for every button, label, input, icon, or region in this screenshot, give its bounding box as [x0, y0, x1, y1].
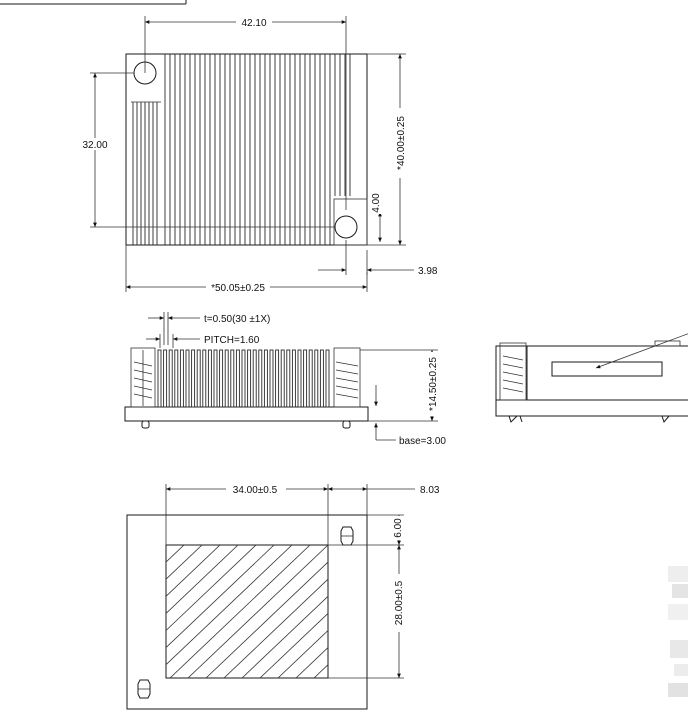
hatch-line	[166, 545, 185, 563]
bottom-width-dimension: 34.00±0.5	[233, 485, 278, 496]
dim-width-bottom: *50.05±0.25	[211, 283, 265, 294]
mounting-hole-bottom-right	[334, 215, 358, 239]
fin	[286, 349, 291, 408]
fin	[219, 349, 224, 408]
fin	[202, 349, 207, 408]
spring-left	[130, 347, 156, 408]
fin	[308, 349, 313, 408]
title-block-fragment	[0, 0, 187, 5]
spring-detail	[499, 342, 527, 401]
heatsink-base-side	[124, 406, 369, 422]
pin-head-bottom-left	[137, 679, 151, 699]
bottom-right-offset: 8.03	[420, 485, 440, 496]
fin	[179, 349, 184, 408]
height-dimension: *14.50±0.25	[428, 357, 439, 411]
fin	[269, 349, 274, 408]
fin	[263, 349, 268, 408]
hatch-line	[295, 647, 328, 678]
fin	[319, 349, 324, 408]
dim-height-right: *40.00±0.25	[396, 116, 407, 170]
fin	[168, 349, 173, 408]
side-view-fins	[157, 349, 330, 408]
bottom-top-offset: 6.00	[393, 518, 404, 538]
cropped-fragment-right	[668, 566, 688, 697]
fin	[174, 349, 179, 408]
push-pin-left	[141, 420, 150, 429]
hatch-line	[277, 629, 328, 678]
fin-thickness-label: t=0.50(30 ±1X)	[204, 314, 270, 325]
side-view: t=0.50(30 ±1X) PITCH=1.60 *14.50±0.25 ba…	[124, 312, 446, 447]
spring-right	[333, 347, 361, 408]
pitch-label: PITCH=1.60	[204, 335, 260, 346]
thermal-pad-area	[165, 544, 329, 679]
label-slot	[551, 361, 663, 377]
side-detail-view	[495, 333, 688, 424]
fin	[163, 349, 168, 408]
hatch-line	[166, 545, 239, 614]
fin	[213, 349, 218, 408]
hatch-line	[166, 545, 203, 580]
fin	[303, 349, 308, 408]
heatsink-outline-bottom	[126, 514, 368, 710]
hatch-line	[241, 595, 328, 678]
hatch-line	[169, 545, 311, 678]
thermal-pad-hatch	[166, 545, 328, 678]
base-thickness-label: base=3.00	[399, 436, 446, 447]
push-pin-right	[342, 420, 351, 429]
fin	[235, 349, 240, 408]
fin	[325, 349, 330, 408]
hatch-line	[166, 545, 293, 666]
fin	[230, 349, 235, 408]
fin	[252, 349, 257, 408]
fin	[275, 349, 280, 408]
fin	[291, 349, 296, 408]
pin-head-top-right	[340, 526, 354, 546]
dim-offset: 3.98	[418, 266, 438, 277]
dim-width-top: 42.10	[241, 18, 266, 29]
hatch-line	[259, 612, 328, 678]
fin	[207, 349, 212, 408]
hatch-line	[223, 578, 328, 678]
hatch-line	[187, 545, 328, 678]
dim-height-left: 32.00	[82, 140, 107, 151]
fin	[157, 349, 162, 408]
hatch-line	[205, 561, 328, 678]
fin	[247, 349, 252, 408]
bottom-view: 34.00±0.5 8.03 6.00 28.00±0.5	[126, 483, 440, 710]
heatsink-outline-top	[125, 53, 368, 246]
hatch-line	[166, 545, 257, 632]
fin	[314, 349, 319, 408]
bottom-height-dimension: 28.00±0.5	[394, 580, 405, 625]
hatch-line	[166, 545, 221, 597]
hatch-line	[166, 545, 275, 649]
top-view-fins	[164, 54, 351, 245]
fin	[241, 349, 246, 408]
dim-small-vertical: 4.00	[371, 193, 382, 213]
top-view-short-fins	[131, 101, 161, 245]
top-view: 42.10 32.00 *40.00±0.25 4.00 3.98 *50.05…	[80, 16, 438, 294]
fin	[185, 349, 190, 408]
fin	[258, 349, 263, 408]
fin	[297, 349, 302, 408]
hatch-line	[313, 664, 328, 678]
hatch-line	[166, 545, 167, 546]
fin	[224, 349, 229, 408]
fin	[191, 349, 196, 408]
fin	[196, 349, 201, 408]
fin	[280, 349, 285, 408]
